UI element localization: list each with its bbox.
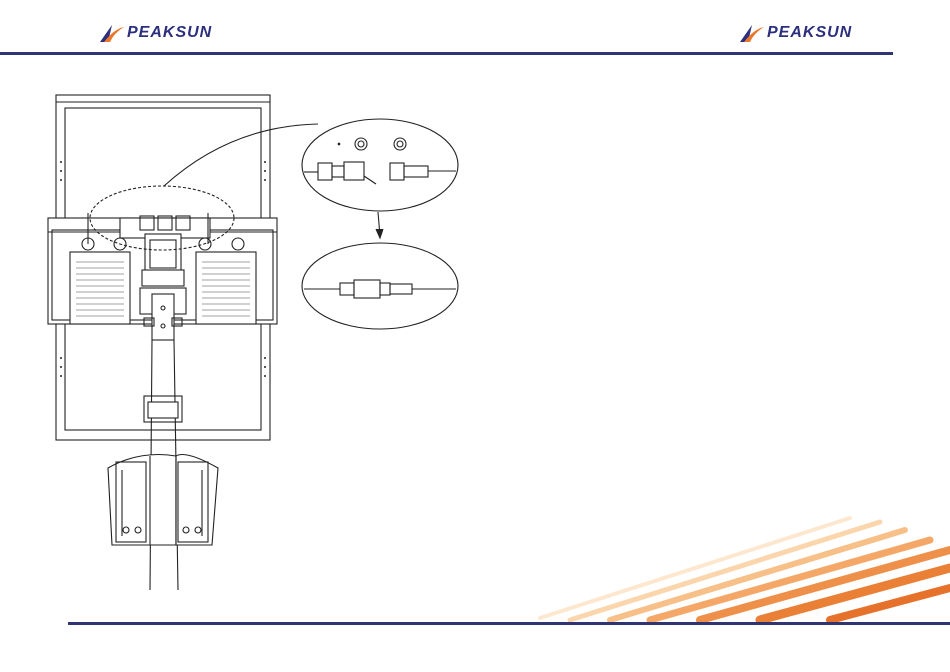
lower-lamp-assembly xyxy=(108,455,218,546)
connector-detail-plugged xyxy=(302,243,458,329)
lamp-head-left xyxy=(70,252,130,324)
footer-rule xyxy=(68,622,950,625)
callout-leader-line xyxy=(164,124,318,186)
lamp-head-right xyxy=(196,252,256,324)
decorative-stripes xyxy=(540,518,950,620)
connector-detail-unplugged xyxy=(302,119,458,211)
